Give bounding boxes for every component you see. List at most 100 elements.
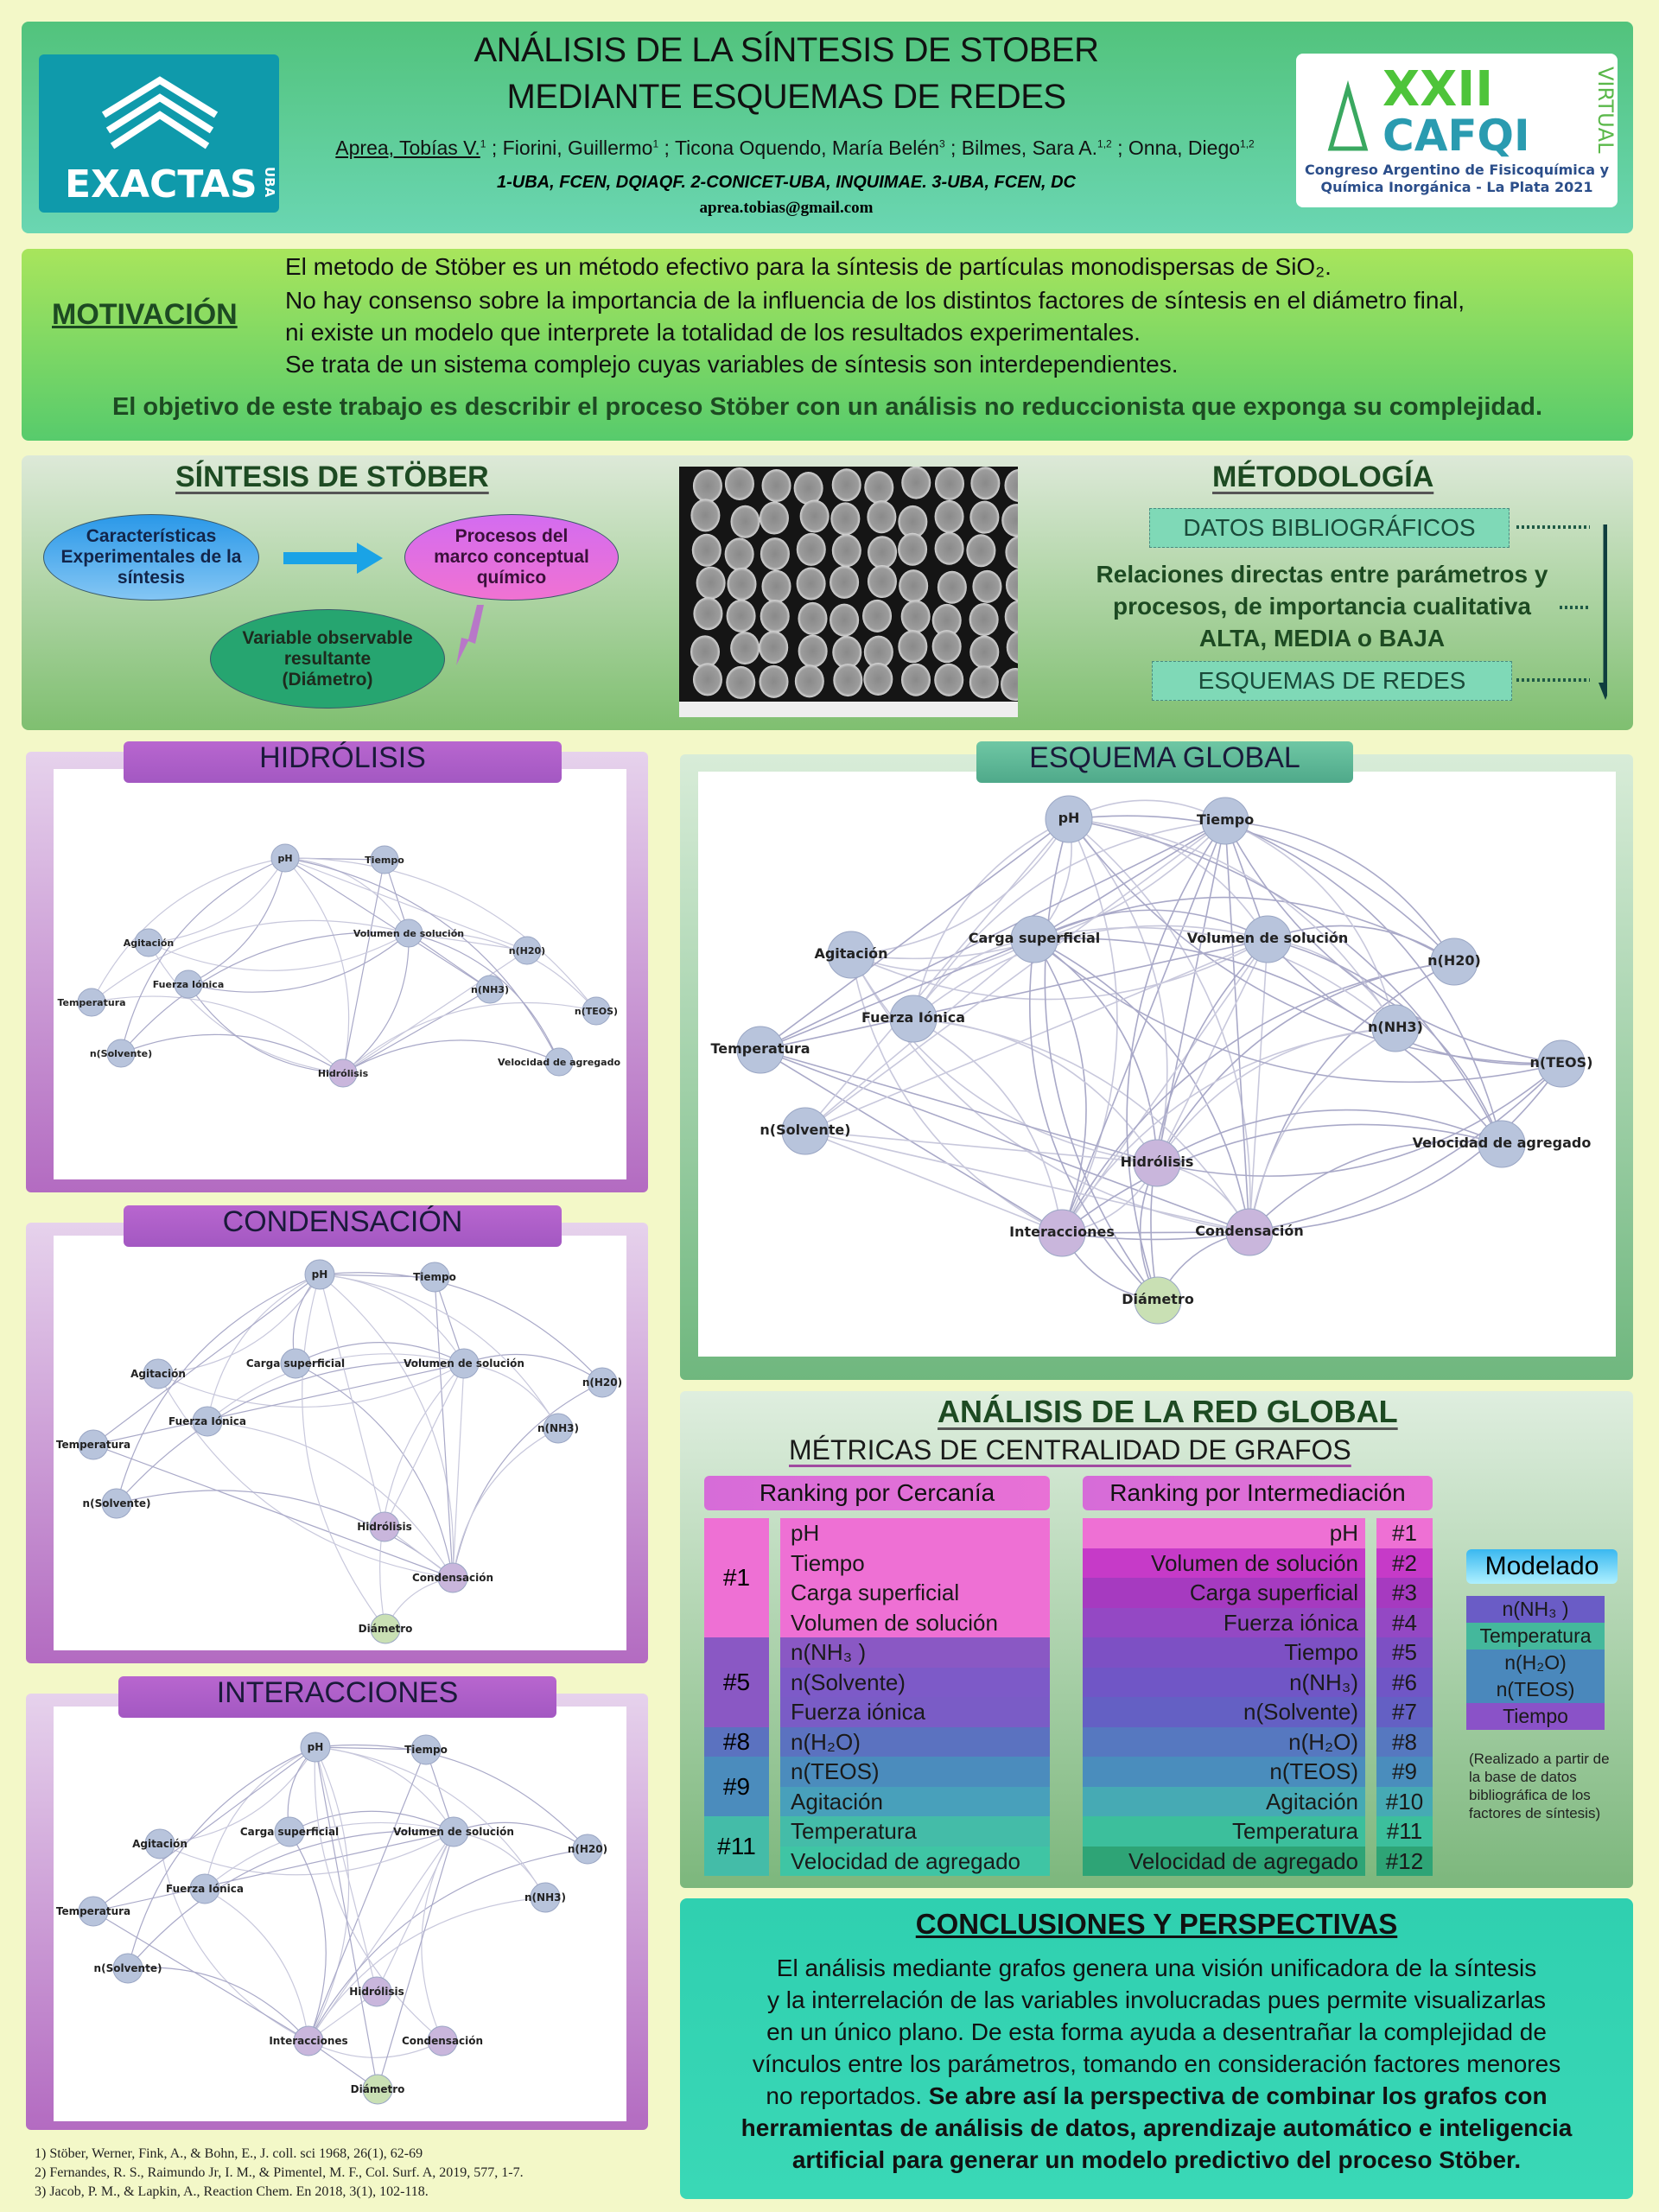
- cercania-item: n(TEOS): [780, 1757, 1050, 1787]
- silica-particle: [1004, 600, 1018, 633]
- motivacion-line: ni existe un modelo que interprete la to…: [285, 319, 1141, 346]
- network-node-label: Fuerza Iónica: [168, 1415, 246, 1427]
- flow-arrow-icon: [1516, 524, 1607, 700]
- network-edge: [1224, 820, 1562, 1065]
- network-edge: [207, 1421, 454, 1579]
- network-node-label: n(H20): [582, 1376, 622, 1389]
- network-edge: [850, 818, 1070, 956]
- silica-particle: [691, 533, 721, 567]
- network-edge: [127, 1746, 316, 1969]
- network-edge: [342, 988, 491, 1074]
- network-edge: [1224, 820, 1503, 1145]
- silica-particle: [934, 467, 964, 500]
- network-edge: [308, 1848, 588, 2042]
- network-node: [293, 2025, 324, 2056]
- network-edge: [159, 1831, 454, 1876]
- silica-particle: [868, 536, 898, 569]
- silica-particle: [864, 471, 894, 505]
- author-affiliation-sup: 3: [938, 137, 945, 150]
- network-node-label: Interacciones: [269, 2035, 347, 2047]
- network-edge: [148, 942, 344, 1074]
- network-edge: [204, 1746, 316, 1890]
- network-edge: [284, 857, 410, 934]
- intermediacion-item: Volumen de solución: [1083, 1548, 1365, 1578]
- network-node: [1038, 1209, 1086, 1257]
- silica-particle: [970, 467, 1001, 500]
- author: Bilmes, Sara A.: [961, 137, 1098, 159]
- network-edge: [1033, 938, 1562, 1084]
- network-edge: [850, 954, 1063, 1234]
- author-affiliation-sup: 1,2: [1097, 137, 1112, 150]
- network-edge: [760, 818, 1070, 1051]
- network-node-label: Carga superficial: [240, 1826, 339, 1838]
- cercania-rank: #8: [704, 1726, 769, 1757]
- network-node: [582, 996, 611, 1026]
- network-edge: [804, 820, 1226, 1132]
- modelado-item: n(TEOS): [1466, 1676, 1605, 1703]
- network-edge: [308, 2040, 443, 2058]
- network-edge: [284, 857, 491, 990]
- sintesis-title: SÍNTESIS DE STÖBER: [175, 461, 489, 493]
- silica-particle: [761, 469, 791, 503]
- datos-bibliograficos-box: DATOS BIBLIOGRÁFICOS: [1149, 508, 1510, 548]
- network-edge: [91, 857, 286, 1003]
- modelado-item: n(NH₃ ): [1466, 1596, 1605, 1623]
- modelado-header: Modelado: [1466, 1549, 1618, 1584]
- network-edge: [760, 1049, 1063, 1234]
- network-edge: [315, 1746, 378, 1993]
- network-node-label: Diámetro: [359, 1623, 413, 1635]
- network-edge: [1061, 1027, 1396, 1234]
- network-edge: [92, 1444, 454, 1579]
- network-edge: [1267, 925, 1455, 963]
- network-edge: [1150, 938, 1268, 1301]
- cercania-item: Temperatura: [780, 1816, 1050, 1847]
- network-edge: [760, 820, 1226, 1051]
- caracteristicas-node: Características Experimentales de la sín…: [43, 514, 259, 601]
- silica-particle: [901, 467, 931, 499]
- procesos-node: Procesos del marco conceptual químico: [404, 514, 619, 601]
- network-edge: [204, 1821, 454, 1890]
- network-node: [512, 936, 542, 965]
- silica-particle: [761, 569, 791, 603]
- silica-particle: [724, 537, 754, 571]
- network-edge: [319, 1274, 385, 1528]
- conclusiones-line: artificial para generar un modelo predic…: [791, 2146, 1522, 2173]
- network-node-label: Interacciones: [1009, 1224, 1115, 1240]
- silica-particle: [969, 602, 999, 636]
- variable-observable-node: Variable observable resultante (Diámetro…: [210, 609, 445, 709]
- motivacion-line: Se trata de un sistema complejo cuyas va…: [285, 351, 1179, 378]
- author-affiliation-sup: 1,2: [1240, 137, 1255, 150]
- network-node: [410, 1734, 442, 1765]
- network-node-label: n(TEOS): [1530, 1054, 1593, 1071]
- network-edge: [302, 1274, 386, 1630]
- svg-text:EXACTAS: EXACTAS: [65, 162, 257, 207]
- intermediacion-item: n(H₂O): [1083, 1726, 1365, 1757]
- network-node-label: pH: [308, 1741, 324, 1753]
- silica-particle: [830, 603, 860, 637]
- network-node: [362, 2074, 393, 2105]
- network-edge: [452, 1427, 559, 1579]
- network-edge: [284, 857, 560, 1063]
- cafqi-logo: XXII CAFQI VIRTUAL Congreso Argentino de…: [1296, 54, 1618, 207]
- network-edge: [1033, 926, 1396, 1029]
- network-node: [77, 988, 106, 1017]
- intermediacion-item: n(TEOS): [1083, 1757, 1365, 1787]
- network-node: [101, 1488, 132, 1519]
- cercania-rank: #9: [704, 1757, 769, 1816]
- silica-particle: [799, 499, 830, 533]
- network-node-label: n(H20): [509, 945, 545, 957]
- network-edge: [1224, 820, 1455, 963]
- silica-particle: [830, 502, 861, 536]
- network-node: [587, 1367, 618, 1398]
- network-edge: [308, 1746, 350, 2042]
- network-edge: [315, 1746, 378, 2090]
- network-edge: [284, 857, 597, 1012]
- exactas-roof-icon: EXACTAS UBA: [65, 76, 277, 207]
- silica-particle: [898, 532, 928, 566]
- network-edge: [342, 1001, 597, 1074]
- network-edge: [1156, 1063, 1562, 1177]
- condensacion-title: CONDENSACIÓN: [124, 1205, 562, 1247]
